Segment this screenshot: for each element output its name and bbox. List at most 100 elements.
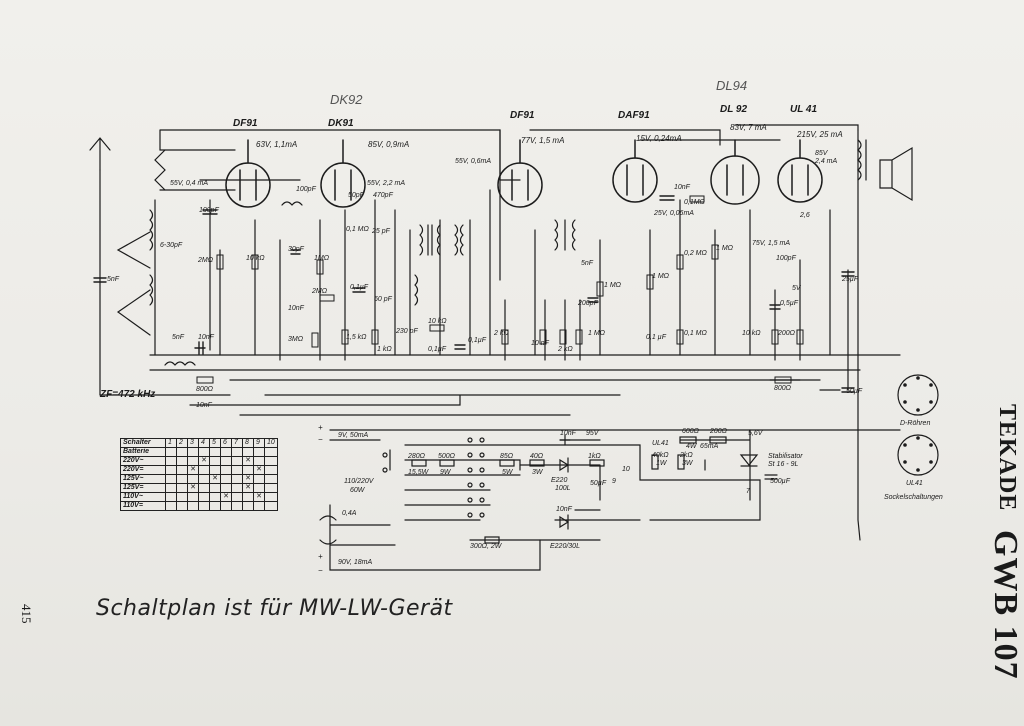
capacitor-group — [93, 195, 855, 393]
label-r85: 85Ω — [500, 453, 514, 460]
table-row: 220V~✕✕ — [120, 456, 278, 466]
label-5nf2: 5nF — [581, 260, 594, 267]
label-50pf: 50pF — [348, 192, 364, 199]
switch-contacts — [382, 437, 485, 518]
label-r40k: 40kΩ — [652, 452, 669, 459]
tube-label-df91-1: DF91 — [233, 118, 258, 129]
tube-socket-diagrams — [897, 374, 939, 476]
label-25v: 25V, 0,06mA — [654, 210, 694, 217]
handwritten-note: Schaltplan ist für MW-LW-Gerät — [96, 596, 453, 621]
table-row: 110V~✕✕ — [120, 492, 278, 502]
table-cell — [198, 492, 210, 502]
label-volt-85: 85V — [815, 150, 828, 157]
label-c50uf: 50µF — [590, 480, 607, 487]
coil-group — [149, 139, 867, 366]
label-05uf: 0,5µF — [780, 300, 799, 307]
model-title: GWB 107 — [987, 530, 1024, 680]
table-cell — [209, 492, 221, 502]
table-col-header: 6 — [220, 438, 232, 448]
table-cell — [220, 447, 232, 457]
table-cell — [253, 474, 265, 484]
table-cell — [176, 492, 188, 502]
table-cell — [176, 474, 188, 484]
volt-df91-2: 77V, 1,5 mA — [521, 136, 565, 145]
label-w4: 4W — [686, 443, 697, 450]
tube-icons — [225, 139, 823, 208]
table-cell — [209, 456, 221, 466]
table-cell: ✕ — [242, 474, 254, 484]
label-01m: 0,1 MΩ — [346, 226, 369, 233]
volt-dk91: 85V, 0,9mA — [368, 140, 410, 149]
table-cell — [165, 456, 177, 466]
table-col-header: 3 — [187, 438, 199, 448]
label-10nf-a: 10nF — [198, 334, 214, 341]
table-cell — [187, 492, 199, 502]
table-cell — [242, 465, 254, 475]
label-w155: 15,5W — [408, 469, 429, 476]
table-cell — [198, 483, 210, 493]
label-25pf: 25 pF — [372, 228, 390, 235]
table-row: 125V~✕✕ — [120, 474, 278, 484]
label-w9: 9W — [440, 469, 451, 476]
table-row-label: 220V~ — [120, 456, 166, 466]
table-cell — [198, 465, 210, 475]
table-cell — [253, 456, 265, 466]
table-cell — [231, 492, 243, 502]
label-5nf: 5nF — [172, 334, 185, 341]
table-row-label: 110V= — [120, 501, 166, 511]
label-1mf: 1 MΩ — [652, 273, 669, 280]
table-cell — [165, 483, 177, 493]
label-2m: 2MΩ — [198, 257, 214, 264]
table-row: 110V= — [120, 501, 278, 511]
label-plus1: + — [318, 423, 323, 432]
table-cell — [242, 447, 254, 457]
label-01mf: 0,1 MΩ — [684, 330, 707, 337]
label-trim: 6-30pF — [160, 242, 183, 249]
label-230pf: 230 pF — [396, 328, 418, 335]
table-cell — [220, 456, 232, 466]
table-cell — [165, 447, 177, 457]
table-cell — [165, 474, 177, 484]
table-cell — [264, 456, 278, 466]
label-num10: 10 — [622, 466, 630, 473]
table-cell — [231, 474, 243, 484]
label-num9: 9 — [612, 478, 616, 485]
table-cell — [253, 447, 265, 457]
label-volt-55c: 55V, 0,6mA — [455, 158, 492, 165]
table-cell — [242, 492, 254, 502]
table-col-header: 1 — [165, 438, 177, 448]
socket-caption-d: D-Röhren — [900, 420, 931, 427]
label-100pf2: 100pF — [296, 186, 316, 193]
table-row-label: 125V= — [120, 483, 166, 493]
label-1m: 1MΩ — [314, 255, 330, 262]
label-65ma: 65mA — [700, 443, 719, 450]
label-r1k: 1kΩ — [588, 453, 601, 460]
label-r40: 40Ω — [530, 453, 544, 460]
label-stab2: St 16 - 9L — [768, 461, 799, 468]
label-10k2: 10 kΩ — [428, 318, 447, 325]
table-cell: ✕ — [209, 474, 221, 484]
table-cell: ✕ — [187, 465, 199, 475]
table-cell — [264, 492, 278, 502]
table-cell — [187, 456, 199, 466]
socket-caption: Sockelschaltungen — [884, 494, 943, 501]
label-diode2: E220/30L — [550, 543, 580, 550]
table-col-header: 7 — [231, 438, 243, 448]
resistor-group — [196, 195, 804, 384]
table-col-header: 10 — [264, 438, 278, 448]
label-10k: 10 kΩ — [246, 255, 265, 262]
label-800: 800Ω — [196, 386, 214, 393]
volt-df91-1: 63V, 1,1mA — [256, 140, 298, 149]
label-diode-c: 100L — [555, 485, 571, 492]
label-1m4: 1 MΩ — [716, 245, 733, 252]
table-cell — [264, 447, 278, 457]
tube-label-ul41: UL 41 — [790, 104, 818, 115]
table-cell — [264, 474, 278, 484]
label-1m2: 1 MΩ — [604, 282, 621, 289]
label-95v: 95V — [586, 430, 599, 437]
power-supply — [319, 429, 901, 571]
label-50uf: 50µF — [846, 388, 863, 395]
table-cell: ✕ — [220, 492, 232, 502]
